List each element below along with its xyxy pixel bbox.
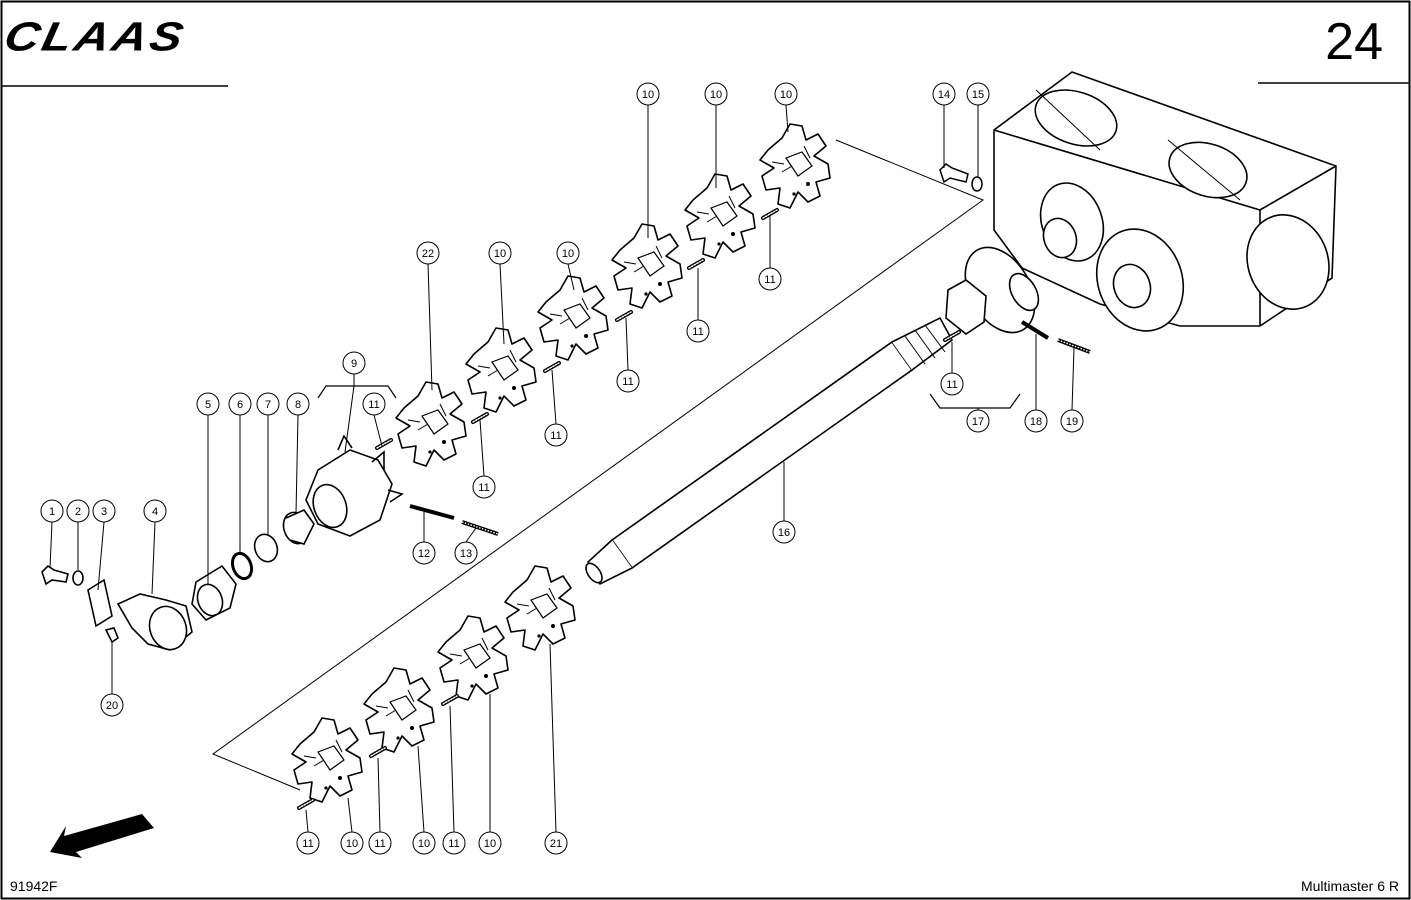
svg-text:10: 10 [710,89,722,101]
callout-17[interactable]: 17 [966,409,990,433]
svg-text:11: 11 [946,379,957,391]
svg-text:1: 1 [49,506,55,518]
callout-22[interactable]: 22 [416,241,440,265]
callout-10[interactable]: 10 [478,831,502,855]
leader-lines [49,104,1075,833]
svg-text:11: 11 [478,482,489,494]
svg-text:22: 22 [422,248,434,260]
svg-text:11: 11 [302,838,313,850]
left-end-parts [41,434,499,651]
group-brackets [317,385,1021,409]
svg-text:20: 20 [106,700,118,712]
svg-text:3: 3 [101,506,107,518]
callout-11[interactable]: 11 [368,831,392,855]
callout-5[interactable]: 5 [196,392,220,416]
callout-16[interactable]: 16 [772,520,796,544]
part-callouts: 1 2 3 4 5 6 7 8 9 11 22 10 10 10 10 10 1… [40,82,1084,855]
document-id: 91942F [10,878,58,894]
direction-arrow-icon [50,814,154,858]
assembly-outline [211,139,985,791]
callout-18[interactable]: 18 [1024,409,1048,433]
callout-21[interactable]: 21 [544,831,568,855]
svg-text:15: 15 [972,89,984,101]
svg-text:18: 18 [1030,416,1042,428]
callout-10[interactable]: 10 [704,82,728,106]
callout-10[interactable]: 10 [340,831,364,855]
callout-1[interactable]: 1 [40,499,64,523]
callout-15[interactable]: 15 [966,82,990,106]
callout-11[interactable]: 11 [758,267,782,291]
callout-10[interactable]: 10 [412,831,436,855]
svg-text:4: 4 [152,506,158,518]
callout-11[interactable]: 11 [296,831,320,855]
svg-text:16: 16 [778,527,790,539]
svg-text:11: 11 [368,399,379,411]
model-name: Multimaster 6 R [1300,878,1399,894]
svg-text:11: 11 [764,274,775,286]
svg-text:6: 6 [237,399,243,411]
svg-text:11: 11 [692,326,703,338]
callout-10[interactable]: 10 [556,241,580,265]
svg-text:21: 21 [550,838,562,850]
svg-text:5: 5 [205,399,211,411]
callout-9[interactable]: 9 [342,351,366,375]
callout-10[interactable]: 10 [774,82,798,106]
callout-6[interactable]: 6 [228,392,252,416]
callout-12[interactable]: 12 [412,541,436,565]
callout-4[interactable]: 4 [143,499,167,523]
callout-13[interactable]: 13 [454,541,478,565]
svg-text:10: 10 [484,838,496,850]
callout-11[interactable]: 11 [544,423,568,447]
svg-text:11: 11 [550,430,561,442]
svg-text:13: 13 [460,548,472,560]
callout-3[interactable]: 3 [92,499,116,523]
hub-assembly [945,246,1040,335]
svg-text:17: 17 [972,416,984,428]
callout-11[interactable]: 11 [472,475,496,499]
svg-text:10: 10 [780,89,792,101]
callout-10[interactable]: 10 [488,241,512,265]
svg-text:11: 11 [448,838,459,850]
svg-text:7: 7 [265,399,271,411]
svg-text:10: 10 [562,248,574,260]
main-shaft [585,316,954,586]
callout-11[interactable]: 11 [686,319,710,343]
callout-10[interactable]: 10 [636,82,660,106]
lower-holder-row [291,565,576,810]
callout-11[interactable]: 11 [616,369,640,393]
callout-20[interactable]: 20 [100,693,124,717]
svg-text:14: 14 [938,89,950,101]
gearbox-housing [993,71,1337,332]
svg-text:10: 10 [494,248,506,260]
callout-11[interactable]: 11 [362,392,386,416]
svg-text:2: 2 [75,506,81,518]
callout-19[interactable]: 19 [1060,409,1084,433]
page-number: 24 [1325,13,1383,71]
callout-8[interactable]: 8 [286,392,310,416]
bolt-washer-14-15 [939,163,983,192]
right-pins [943,320,1091,354]
svg-text:11: 11 [374,838,385,850]
upper-holder-row [375,123,831,467]
svg-text:19: 19 [1066,416,1078,428]
svg-text:10: 10 [418,838,430,850]
callout-11[interactable]: 11 [940,372,964,396]
svg-text:10: 10 [642,89,654,101]
callout-11[interactable]: 11 [442,831,466,855]
svg-text:12: 12 [418,548,430,560]
callout-7[interactable]: 7 [256,392,280,416]
svg-text:11: 11 [622,376,633,388]
callout-14[interactable]: 14 [932,82,956,106]
svg-text:10: 10 [346,838,358,850]
svg-text:8: 8 [295,399,301,411]
callout-2[interactable]: 2 [66,499,90,523]
svg-text:9: 9 [351,358,357,370]
